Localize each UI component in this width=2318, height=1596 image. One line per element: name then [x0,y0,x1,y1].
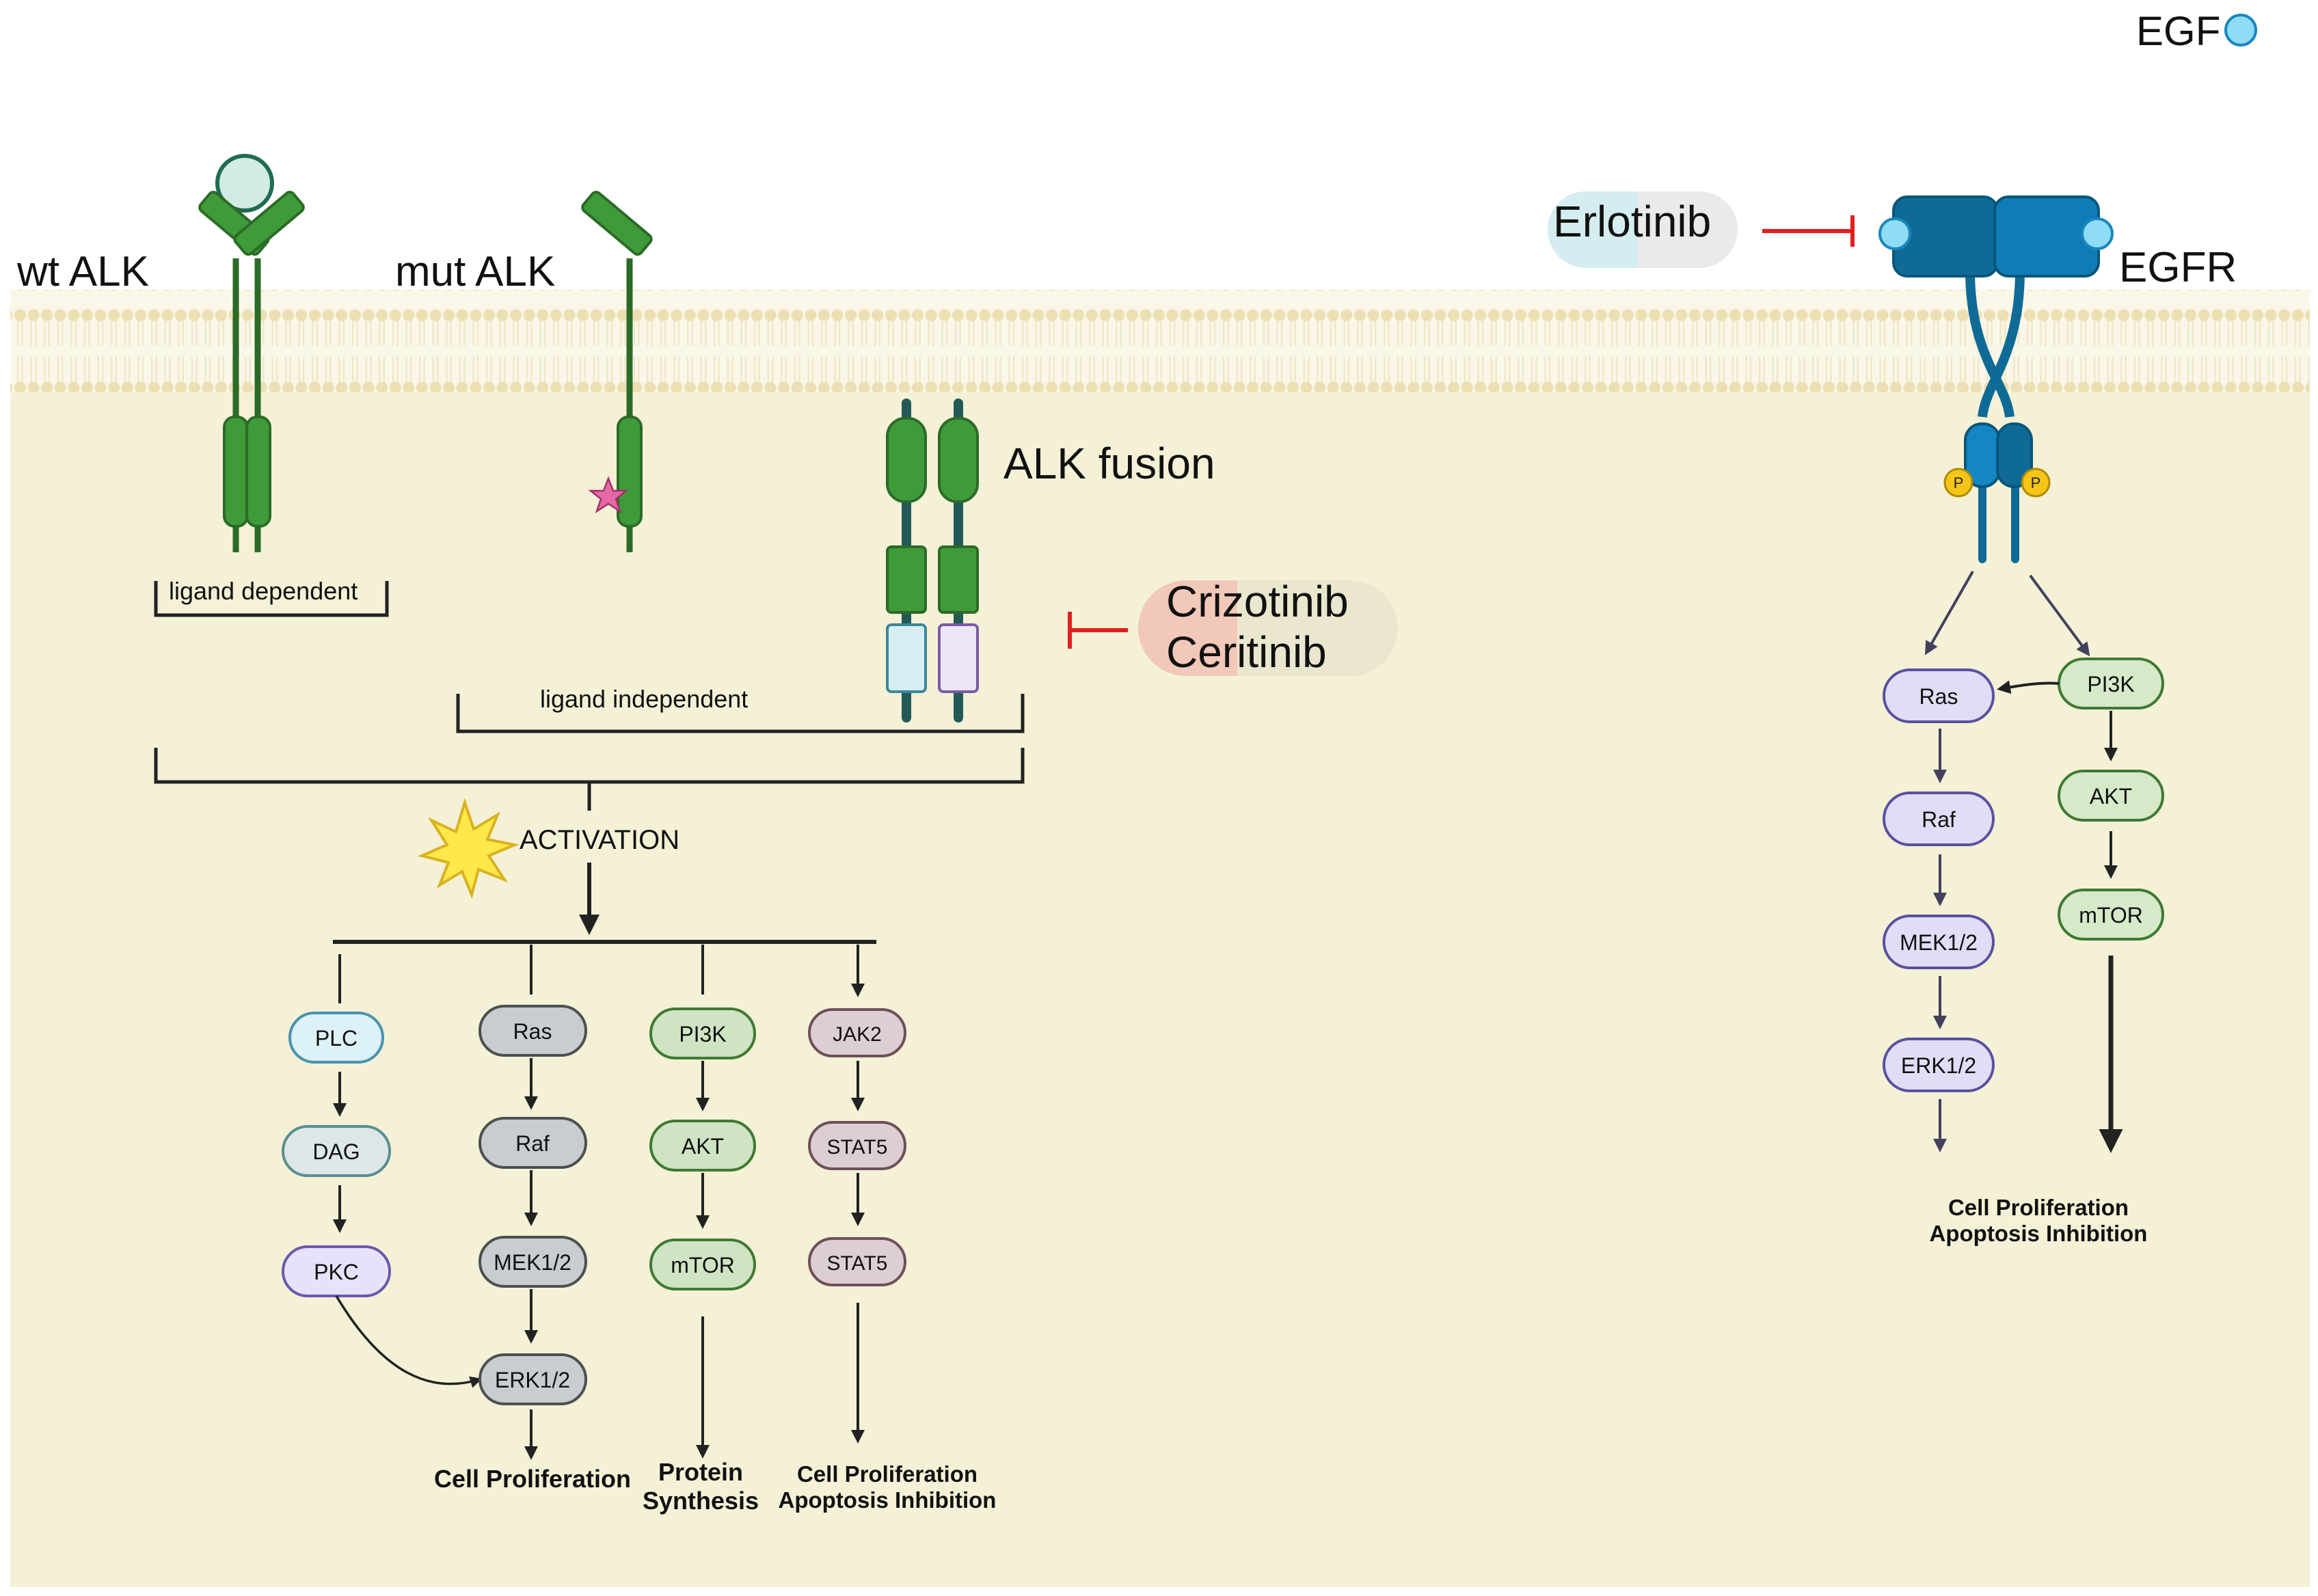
ligand-dependent-bracket [154,581,389,617]
erlotinib-label: Erlotinib [1553,197,1711,246]
wt-alk-receptor [198,154,305,552]
phospho-left-icon [1943,468,1973,498]
wt-alk-label: wt ALK [16,248,149,295]
svg-text:mTOR: mTOR [671,1253,735,1277]
egfr-label: EGFR [2119,244,2237,291]
svg-text:Raf: Raf [1922,807,1956,832]
mut-alk-receptor [581,191,653,552]
svg-text:DAG: DAG [312,1139,360,1164]
cytoplasm-region [10,375,2310,1587]
outcome-cell-proliferation-jak: Cell Proliferation [797,1461,978,1487]
egfr-node-erk: ERK1/2 [1883,1038,1995,1092]
svg-text:STAT5: STAT5 [827,1252,888,1275]
alk-fusion-protein [886,398,979,722]
erlotinib-inhibition-arrow [1762,215,1855,247]
egf-bound-right-icon [2081,217,2114,250]
node-pkc: PKC [282,1245,391,1297]
egfr-node-ras: Ras [1883,668,1995,723]
phospho-left-label: P [1954,474,1964,491]
phospho-right-icon [2021,468,2051,498]
egfr-node-raf: Raf [1883,792,1995,846]
svg-text:STAT5: STAT5 [827,1136,888,1159]
svg-text:MEK1/2: MEK1/2 [1900,930,1978,955]
svg-text:mTOR: mTOR [2079,903,2143,928]
svg-text:PKC: PKC [314,1260,359,1284]
egf-legend-label: EGF [2136,8,2220,54]
alk-fusion-label: ALK fusion [1003,439,1215,488]
egf-bound-left-icon [1878,217,1911,250]
svg-text:JAK2: JAK2 [833,1023,882,1046]
svg-text:MEK1/2: MEK1/2 [494,1250,571,1275]
node-dag: DAG [282,1125,391,1177]
outcome-apoptosis-inhibition-jak: Apoptosis Inhibition [779,1487,997,1513]
egfr-node-pi3k: PI3K [2058,658,2164,709]
crizotinib-inhibition-arrow [1068,612,1128,649]
ligand-independent-bracket [456,694,1025,733]
ceritinib-label: Ceritinib [1166,627,1327,677]
svg-text:Ras: Ras [513,1019,552,1044]
erlotinib-pill [1548,191,1738,268]
alk-ligand-icon [215,154,274,213]
svg-text:Ras: Ras [1919,684,1958,709]
egf-legend-icon [2224,14,2257,46]
crizotinib-ceritinib-pill [1138,580,1398,676]
node-mtor: mTOR [649,1239,756,1290]
node-pi3k: PI3K [649,1007,756,1059]
crizotinib-label: Crizotinib [1166,577,1349,626]
node-stat5: STAT5 [808,1121,906,1170]
svg-text:PLC: PLC [315,1026,358,1051]
mutation-star-icon [588,476,629,513]
cell-membrane-lipids [10,290,2310,392]
phospho-right-label: P [2031,474,2041,491]
node-erk: ERK1/2 [479,1353,587,1405]
egfr-outcome-cell-proliferation: Cell Proliferation [1948,1195,2129,1220]
node-jak2: JAK2 [808,1008,906,1057]
egfr-node-mtor: mTOR [2058,889,2164,941]
node-ras: Ras [479,1005,587,1057]
outcome-cell-proliferation: Cell Proliferation [434,1465,631,1493]
svg-text:PI3K: PI3K [679,1022,726,1046]
node-akt: AKT [649,1120,756,1172]
activation-bracket [154,748,1025,811]
outcome-protein: Protein [658,1458,743,1486]
egfr-receptor [1878,195,2114,563]
ligand-dependent-label: ligand dependent [169,577,358,605]
svg-text:ERK1/2: ERK1/2 [1901,1053,1976,1078]
pkc-to-erk-arrow [335,1295,483,1388]
svg-text:Raf: Raf [515,1131,550,1156]
egfr-node-mek: MEK1/2 [1883,915,1995,969]
pi3k-to-ras-arrow [1997,680,2060,694]
ligand-independent-label: ligand independent [540,685,748,713]
activation-burst-icon [417,798,520,900]
outcome-synthesis: Synthesis [643,1487,759,1515]
svg-text:PI3K: PI3K [2087,672,2134,696]
svg-text:AKT: AKT [2090,784,2132,809]
svg-text:ERK1/2: ERK1/2 [495,1368,570,1392]
node-plc: PLC [288,1012,384,1064]
node-raf: Raf [479,1117,587,1169]
egfr-node-akt: AKT [2058,770,2164,822]
egfr-outcome-apoptosis-inhibition: Apoptosis Inhibition [1930,1221,2148,1246]
mut-alk-label: mut ALK [395,248,555,295]
activation-label: ACTIVATION [520,825,679,855]
node-stat5-dimer: STAT5 [808,1237,906,1286]
node-mek: MEK1/2 [479,1236,587,1288]
svg-text:AKT: AKT [682,1134,724,1159]
